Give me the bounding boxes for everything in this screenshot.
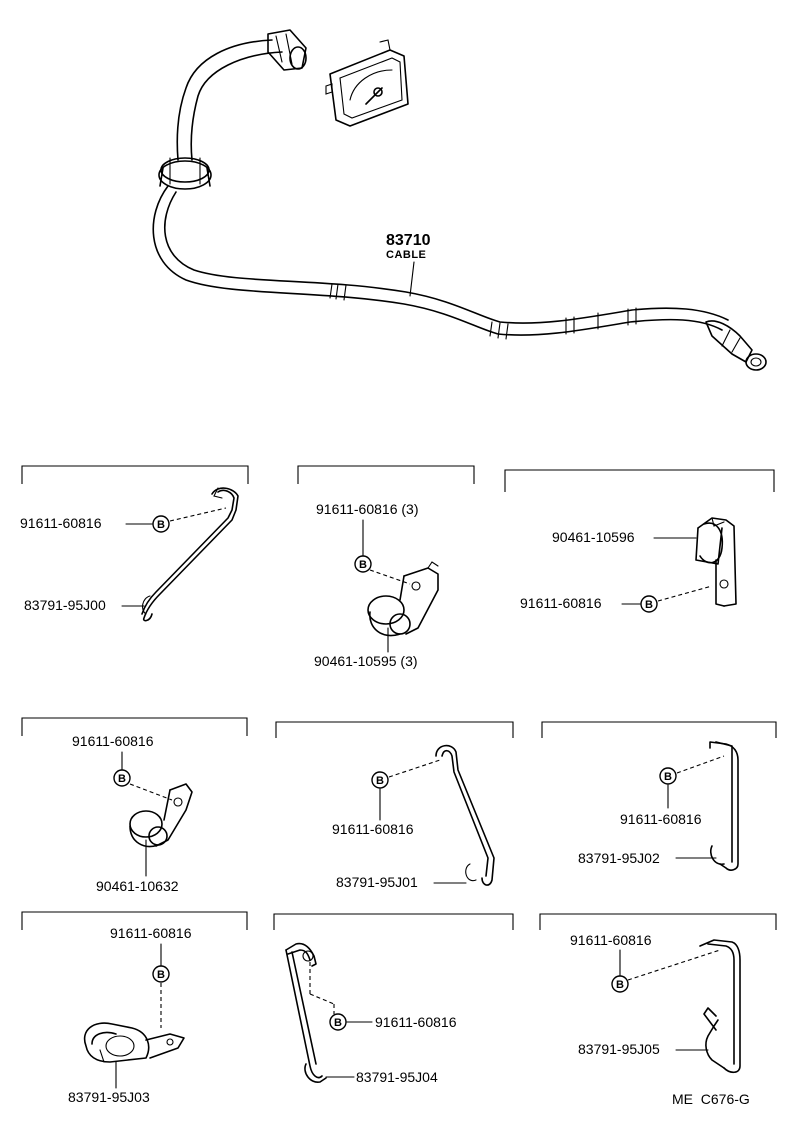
cable-leader-line	[409, 261, 415, 297]
svg-text:B: B	[645, 599, 653, 611]
p7-clamp	[83, 1022, 185, 1063]
p2-clamp-label: 90461-10595 (3)	[314, 653, 418, 669]
p4-bolt-label: 91611-60816	[72, 733, 154, 749]
svg-text:B: B	[157, 519, 165, 531]
cable-name: CABLE	[386, 249, 426, 261]
p2-clamp	[367, 561, 439, 637]
bolt-mark: B	[329, 1013, 347, 1031]
p8-clamp-label: 83791-95J04	[356, 1069, 438, 1085]
p4-clamp-label: 90461-10632	[96, 878, 179, 894]
panel-9: 91611-60816 B 83791-95J05	[570, 932, 741, 1074]
p4-clamp	[129, 783, 193, 848]
p6-clamp-wire	[709, 741, 739, 871]
svg-text:B: B	[157, 969, 165, 981]
p9-clamp-label: 83791-95J05	[578, 1041, 660, 1057]
svg-text:B: B	[616, 979, 624, 991]
bolt-mark: B	[640, 595, 658, 613]
p1-clamp-wire	[141, 487, 239, 622]
p6-clamp-label: 83791-95J02	[578, 850, 660, 866]
p7-clamp-label: 83791-95J03	[68, 1089, 150, 1105]
svg-text:B: B	[334, 1017, 342, 1029]
p1-bolt-label: 91611-60816	[20, 515, 102, 531]
bolt-mark: B	[611, 975, 629, 993]
panel-1: 91611-60816 B 83791-95J00	[20, 487, 239, 622]
p1-clamp-label: 83791-95J00	[24, 597, 106, 613]
speedometer-cable	[152, 29, 767, 371]
bolt-mark: B	[152, 515, 170, 533]
p5-bolt-label: 91611-60816	[332, 821, 414, 837]
p7-bolt-label: 91611-60816	[110, 925, 192, 941]
p9-bolt-label: 91611-60816	[570, 932, 652, 948]
svg-text:B: B	[118, 773, 126, 785]
panel-brackets	[21, 465, 777, 930]
cable-part-number: 83710	[386, 232, 431, 249]
p5-clamp-wire	[435, 744, 495, 886]
p8-clamp-wire	[285, 942, 327, 1083]
svg-text:B: B	[664, 771, 672, 783]
bolt-mark: B	[659, 767, 677, 785]
svg-text:B: B	[376, 775, 384, 787]
bolt-mark: B	[113, 769, 131, 787]
bolt-mark: B	[354, 555, 372, 573]
p6-bolt-label: 91611-60816	[620, 811, 702, 827]
panel-2: 91611-60816 (3) B 90461-10595 (3)	[314, 501, 439, 669]
panel-5: B 91611-60816 83791-95J01	[332, 744, 495, 890]
bolt-mark: B	[152, 965, 170, 983]
p3-bolt-label: 91611-60816	[520, 595, 602, 611]
panel-7: 91611-60816 B 83791-95J03	[68, 925, 192, 1105]
panel-3: 90461-10596 91611-60816 B	[520, 517, 737, 613]
p9-clamp-wire	[699, 939, 741, 1074]
p5-clamp-label: 83791-95J01	[336, 874, 418, 890]
panel-6: B 91611-60816 83791-95J02	[578, 741, 739, 871]
bolt-mark: B	[371, 771, 389, 789]
diagram-code: ME C676-G	[672, 1091, 750, 1107]
p8-bolt-label: 91611-60816	[375, 1014, 457, 1030]
p3-clamp	[695, 517, 737, 607]
svg-text:B: B	[359, 559, 367, 571]
panel-4: 91611-60816 B 90461-10632	[72, 733, 193, 894]
speedometer-gauge	[325, 39, 409, 127]
p3-clamp-label: 90461-10596	[552, 529, 635, 545]
p2-bolt-label: 91611-60816 (3)	[316, 501, 418, 517]
panel-8: B 91611-60816 83791-95J04	[285, 942, 457, 1085]
